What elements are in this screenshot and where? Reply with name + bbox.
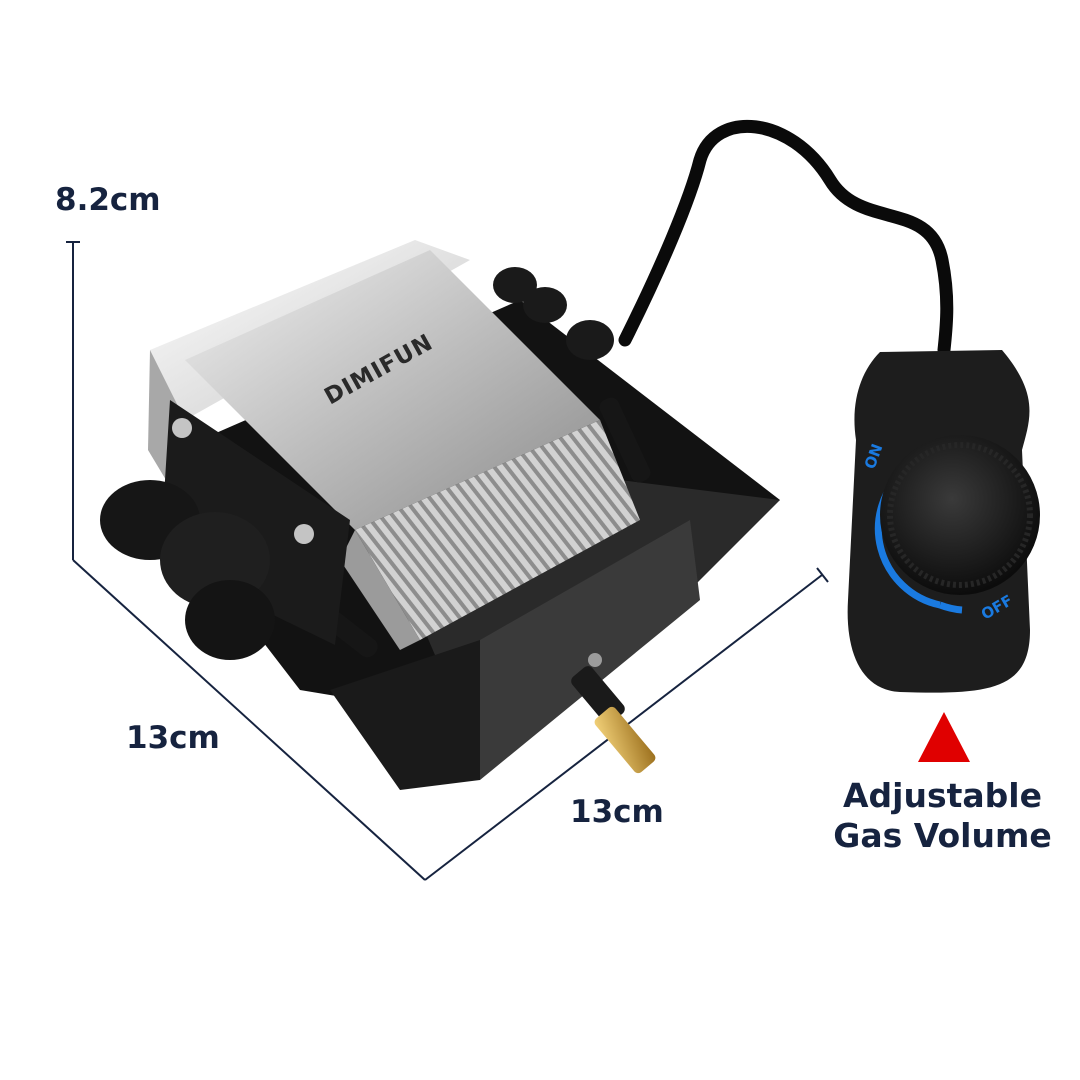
width-right-dimension-label: 13cm [570,794,664,830]
fan-housing [100,480,275,660]
width-left-dimension-label: 13cm [126,720,220,756]
flow-controller: ON OFF [847,350,1040,693]
feature-line-2: Gas Volume [833,816,1052,855]
power-cable [618,119,954,357]
air-outlet [571,653,656,774]
screw-icon [294,524,314,544]
volume-knob [880,435,1040,595]
top-connectors [493,267,614,360]
red-arrow-icon [918,712,970,762]
feature-line-1: Adjustable [843,776,1042,815]
screw-icon [172,418,192,438]
feature-caption: Adjustable Gas Volume [820,776,1065,856]
end-cap [160,400,350,645]
height-dimension-label: 8.2cm [55,182,161,218]
